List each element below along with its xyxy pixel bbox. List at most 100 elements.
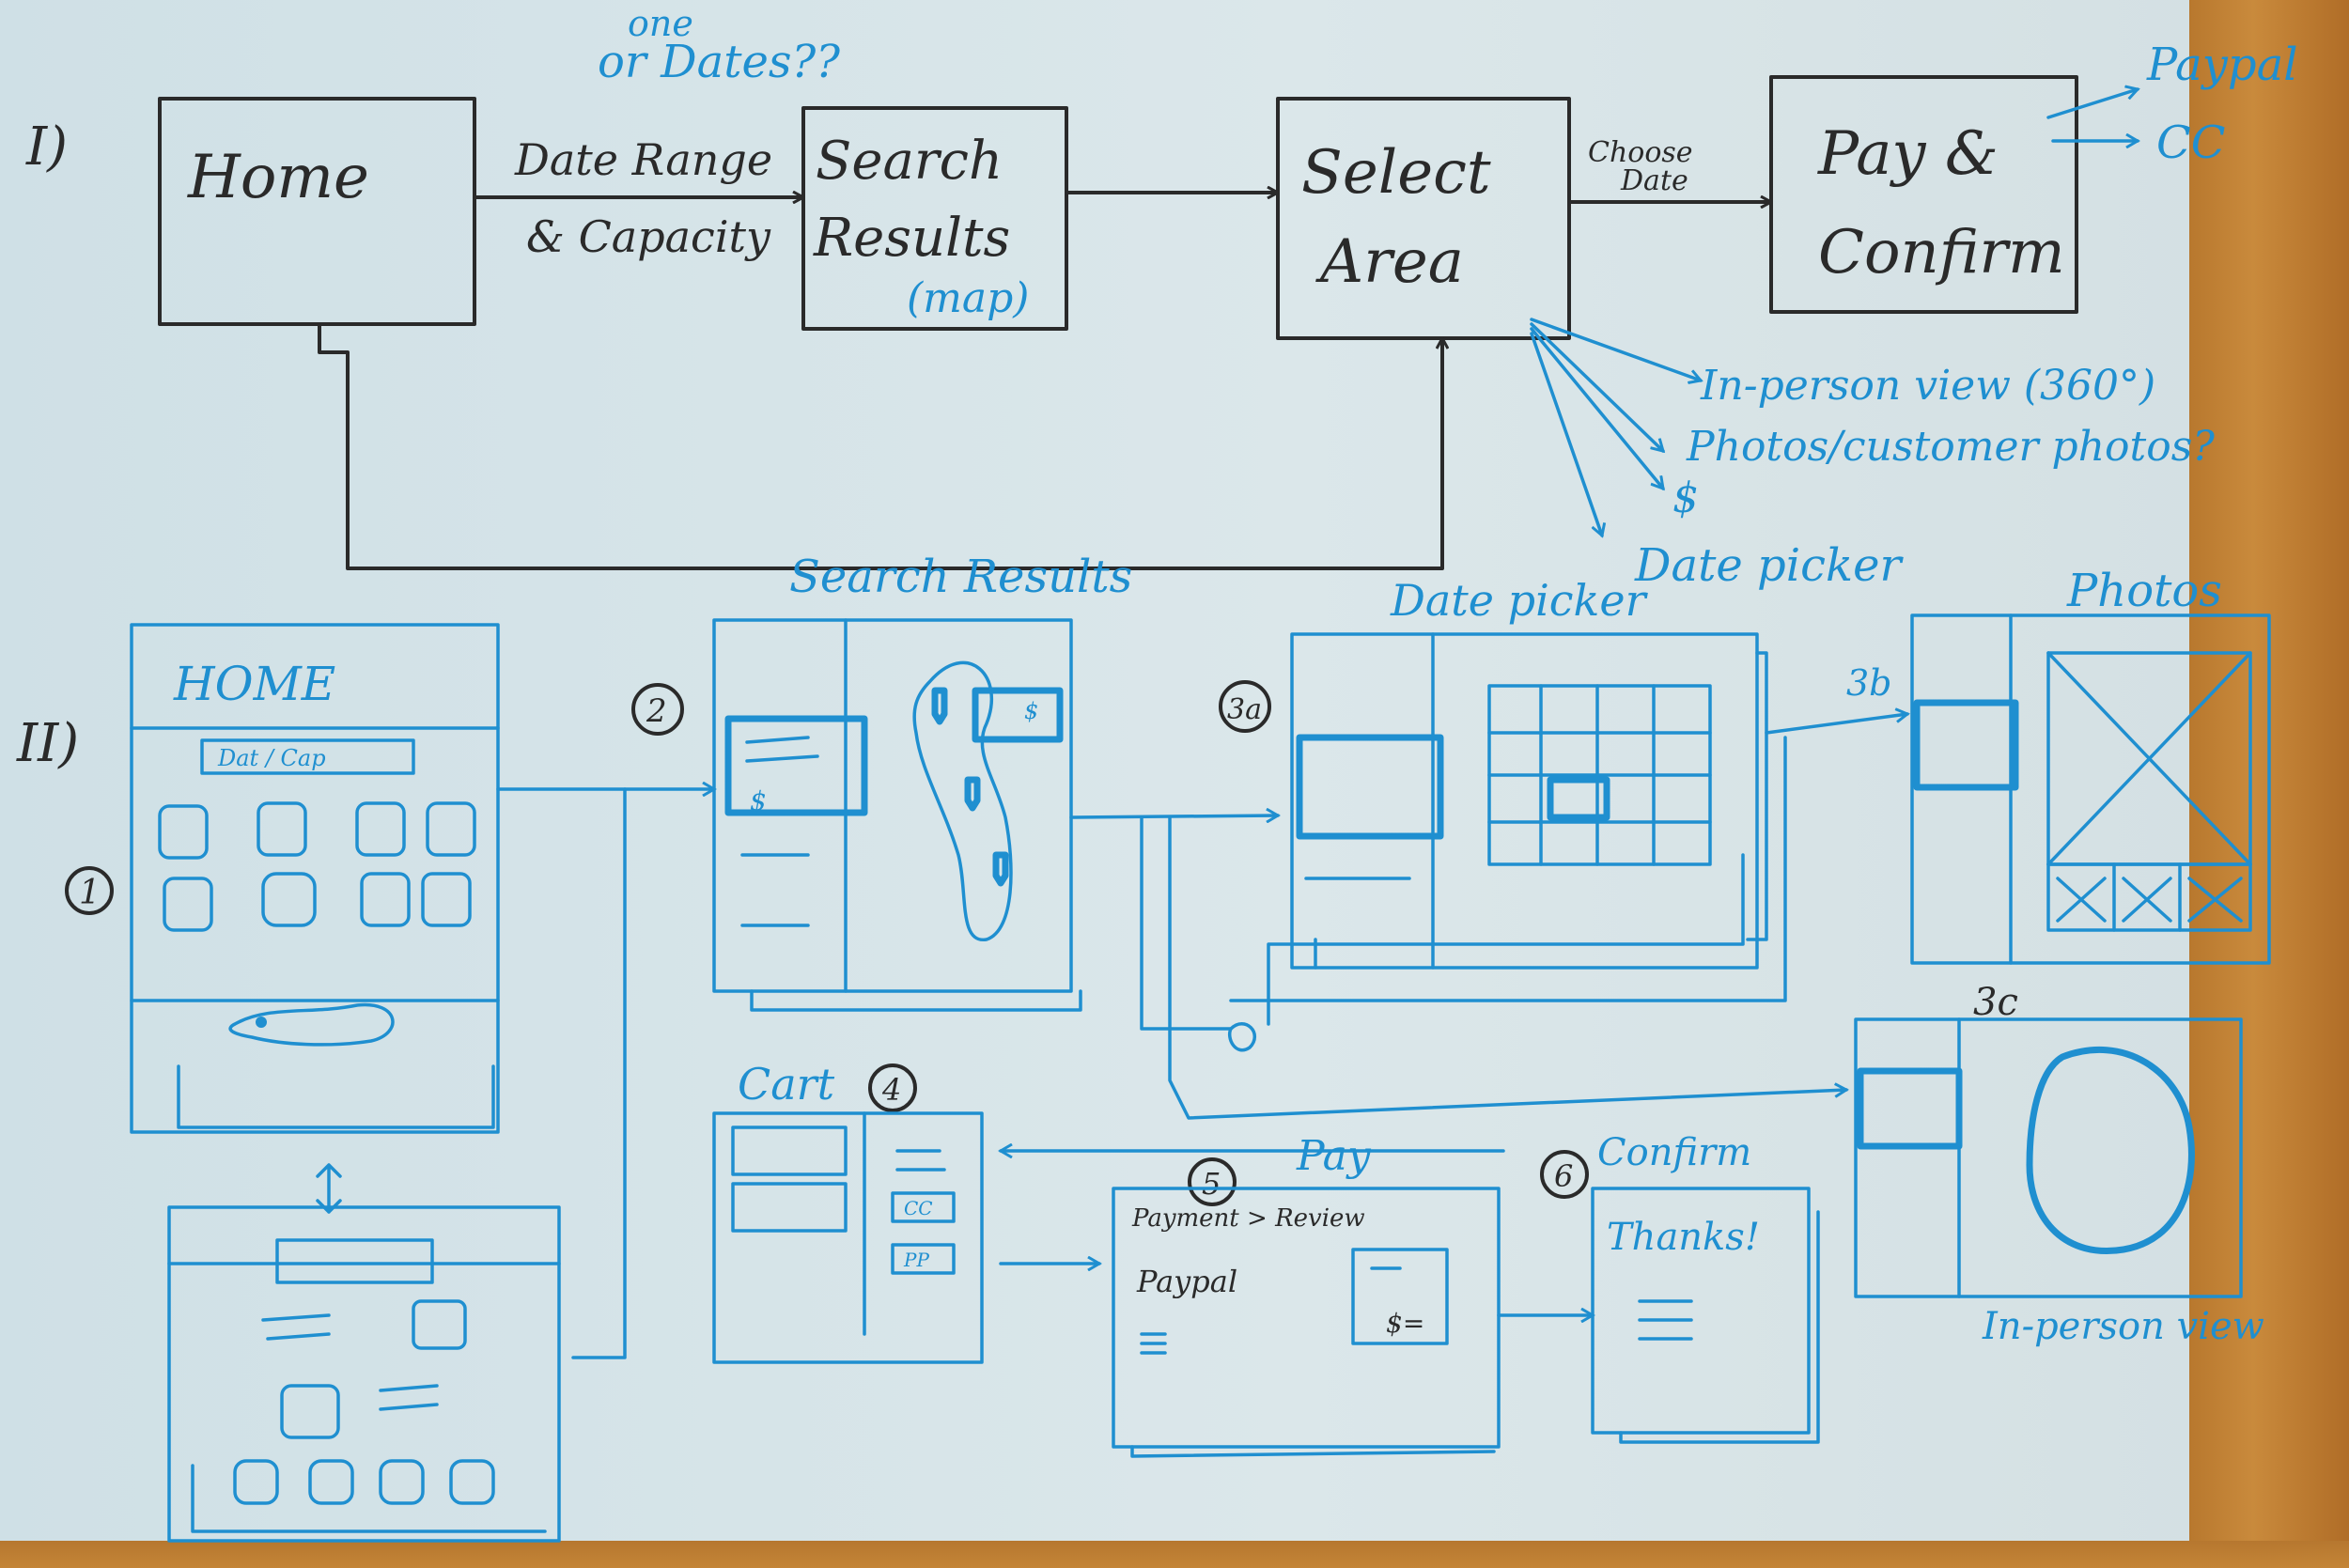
screen-home-search-chip-label: Dat / Cap [217,745,326,771]
screen-search-results-number-circle [631,683,684,736]
screen-search-results-frame [712,618,1073,993]
flow-select-label: Select [1301,138,1491,208]
screen-pay-frame [1112,1187,1501,1449]
pay-summary-card [1351,1248,1449,1345]
cart-pp-button [891,1243,956,1275]
select-area-options: In-person view (360°) Photos/customer ph… [1530,318,2215,592]
text-line [745,754,819,763]
swap-arrows-icon [316,1163,342,1214]
arrow-results-to-in-person [1168,815,1846,1120]
flow-search-label: Search [816,131,1003,192]
pay-flow-label: Payment > Review [1131,1204,1365,1233]
arrow-datepicker-to-photos [1765,714,1907,735]
results-scroll-ext [750,989,1082,1012]
map-pin-icon [256,1017,267,1028]
screen-confirm-title: Confirm [1597,1131,1751,1174]
connector-datepicker-loop [1229,736,1787,1002]
option-in-person: In-person view (360°) [1700,362,2155,410]
screen-confirm-number: 6 [1554,1158,1573,1194]
screen-date-picker-title: Date picker [1390,575,1649,626]
flow-paypal-label: Paypal [2146,39,2298,91]
results-map-blob [912,660,1013,941]
screen-in-person-frame [1854,1017,2243,1298]
flow-capacity-label: & Capacity [526,211,771,262]
home-tile [257,801,307,857]
wood-table-bottom [0,1541,2349,1568]
flow-area-label: Area [1315,227,1464,297]
screen-in-person: 3c In-person view [1854,981,2264,1348]
flow-section: I) Home Date Range & Capacity one or Dat… [25,3,2298,592]
results-card-price: $ [750,785,767,816]
home-alt-tile [233,1459,279,1505]
text-line [745,736,810,744]
home-tile [360,872,411,927]
home-tile [163,877,213,932]
pay-paypal-label: Paypal [1136,1264,1237,1299]
flow-cc-label: CC [2156,116,2225,169]
arrow-to-date-picker [1530,332,1602,536]
results-map-popup [972,687,1064,743]
flow-map-note: (map) [907,274,1029,322]
home-tile [158,804,209,860]
screen-photos-frame [1910,613,2271,965]
map-pin-icon [964,776,981,812]
screen-search-results-number: 2 [646,692,667,730]
photos-selected-area [1913,699,2019,791]
screen-home-search-chip [200,738,415,775]
screen-cart: Cart 4 CC PP [712,1059,984,1364]
screen-home-frame [130,623,500,1134]
screen-photos-title: Photos [2066,565,2222,617]
screen-home-number-circle [65,866,114,915]
screen-search-results: Search Results 2 $ $ [631,551,1132,1012]
screen-pay-number-circle [1188,1157,1237,1206]
text-line [261,1313,331,1322]
flow-or-dates-note: or Dates?? [598,36,840,88]
results-selected-card [724,715,868,816]
flow-home-box [158,97,476,326]
flow-results-label: Results [813,208,1010,269]
screen-cart-title: Cart [738,1059,835,1110]
screen-cart-number: 4 [881,1072,901,1108]
date-picker-selected-area [1296,734,1444,840]
map-pin-icon [931,687,948,725]
screen-confirm-number-circle [1540,1150,1589,1199]
screen-in-person-label: In-person view [1982,1305,2264,1348]
home-alt-tile [308,1459,354,1505]
flow-pay-label: Pay & [1817,119,1999,189]
arrow-results-to-datepicker [1069,815,1278,817]
flow-home-label: Home [187,143,369,212]
arrow-to-photos [1530,322,1663,451]
screen-confirm-frame [1591,1187,1811,1435]
pay-scroll-ext [1130,1445,1496,1458]
screen-pay-number: 5 [1202,1166,1221,1202]
calendar-grid [1487,684,1712,866]
home-tile [261,872,317,927]
home-alt-tile [379,1459,425,1505]
screen-home-scroll-ext [177,1064,495,1129]
arrow-to-price [1530,327,1663,489]
screen-date-picker: Date picker 3a [1219,575,1768,970]
map-pin-icon [992,851,1009,887]
flow-select-area-box [1276,97,1571,340]
screen-home-alt [167,1163,561,1543]
text-line [379,1403,439,1411]
arrow-home-alt-to-results [571,787,627,1359]
screen-home: 1 HOME Dat / Cap [65,623,500,1134]
screen-home-alt-scroll-ext [191,1464,547,1533]
arrow-home-to-select-area [318,322,1442,570]
cart-item-card [731,1182,848,1233]
screen-home-alt-frame [167,1205,561,1543]
screen-in-person-number: 3c [1973,981,2018,1024]
home-tile [421,872,472,927]
flow-pay-confirm-box [1769,75,2078,314]
screens-section: II) 1 HOME Dat / Cap [16,551,2271,1543]
screen-date-picker-frame [1290,632,1759,970]
screen-confirm: 6 Confirm Thanks! [1540,1131,1820,1444]
calendar-selected-day [1547,776,1610,821]
flow-confirm-label: Confirm [1818,218,2065,287]
cart-item-card [731,1126,848,1176]
screen-cart-number-circle [868,1063,917,1112]
results-map-popup-price: $ [1024,698,1038,724]
screen-photos-number: 3b [1846,662,1892,704]
